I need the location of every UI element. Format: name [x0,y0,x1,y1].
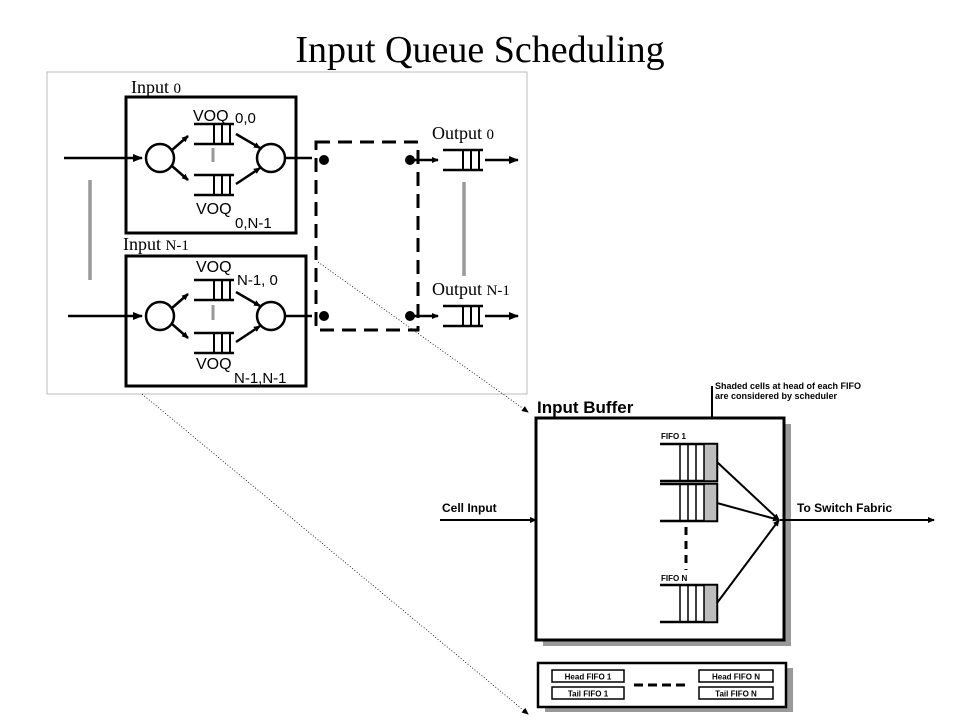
page-title: Input Queue Scheduling [295,29,664,71]
scheduler-annotation-line2: are considered by scheduler [715,391,838,401]
fifo-2-queue [660,482,719,523]
crossbar-node [319,311,329,321]
head-fifo-1-text: Head FIFO 1 [565,673,612,682]
input-n-mux [255,300,287,332]
voq-0n-queue [194,173,234,197]
voq-nn-subscript: N-1,N-1 [234,370,287,387]
voq-nn-label: VOQ [196,356,232,373]
zoom-line-top [317,261,529,413]
fifo-n-queue [660,583,719,624]
fifo-1-label: FIFO 1 [661,432,686,441]
fifo-1-to-scheduler [716,461,780,521]
input-0-demux [144,142,176,174]
input-0-mux [255,142,287,174]
voq-nn-queue [194,331,234,355]
input-0-box [124,95,298,235]
scheduler-annotation-line1: Shaded cells at head of each FIFO [715,381,861,391]
voq-n0-in-arrow [171,293,189,309]
voq-nn-out-arrow [235,324,261,344]
input-buffer-title: Input Buffer [537,398,634,417]
tail-fifo-1-cell [551,686,625,700]
crossbar-switch [314,140,420,332]
input-buffer-diagram: Input Buffer Shaded cells at head of eac… [440,381,935,712]
fifo-1-queue [660,442,719,483]
voq-00-in-arrow [171,135,189,151]
head-fifo-1-cell [551,669,625,683]
top-diagram-frame [46,71,528,395]
fifo-n-label: FIFO N [661,574,687,583]
output-0-queue [443,148,483,172]
switch-fabric-label: To Switch Fabric [797,501,892,515]
head-fifo-n-cell [698,669,774,683]
cell-input-label: Cell Input [442,501,497,515]
input-n-demux [144,300,176,332]
output-n-label: Output N-1 [432,279,510,299]
head-fifo-n-text: Head FIFO N [712,673,760,682]
buffer-box [534,416,786,642]
voq-n0-out-arrow [235,290,261,308]
voq-n0-label: VOQ [196,259,232,276]
output-n-queue [443,304,483,328]
fifo-2-to-scheduler [716,502,780,522]
fifo-1-head-cell [703,443,718,482]
voq-n0-subscript: N-1, 0 [237,272,278,289]
fifo-n-head-cell [703,584,718,623]
voq-0n-subscript: 0,N-1 [235,215,272,232]
input-0-label: Input 0 [131,77,181,97]
input-0-block: Input 0 V [64,77,312,235]
zoom-line-bottom [141,393,529,715]
voq-00-label: VOQ [193,108,229,125]
output-n-block: Output N-1 [410,279,519,328]
input-n-label: Input N-1 [123,234,189,254]
voq-nn-in-arrow [171,323,189,339]
voq-00-out-arrow [235,132,261,150]
voq-0n-in-arrow [171,165,189,181]
top-diagram: Input 0 V [46,71,528,395]
input-n-box [124,254,308,388]
output-0-block: Output 0 [410,123,519,172]
voq-n0-queue [194,278,234,302]
voq-00-subscript: 0,0 [235,110,256,127]
input-n-block: Input N-1 [68,234,312,388]
voq-0n-out-arrow [235,166,261,186]
output-0-label: Output 0 [432,123,494,143]
tail-fifo-n-cell [698,686,774,700]
crossbar-node [319,155,329,165]
voq-0n-label: VOQ [196,201,232,218]
tail-fifo-1-text: Tail FIFO 1 [568,690,609,699]
tail-fifo-n-text: Tail FIFO N [715,690,757,699]
fifo-n-to-scheduler [716,519,780,604]
fifo-2-head-cell [703,483,718,522]
voq-00-queue [194,122,234,146]
